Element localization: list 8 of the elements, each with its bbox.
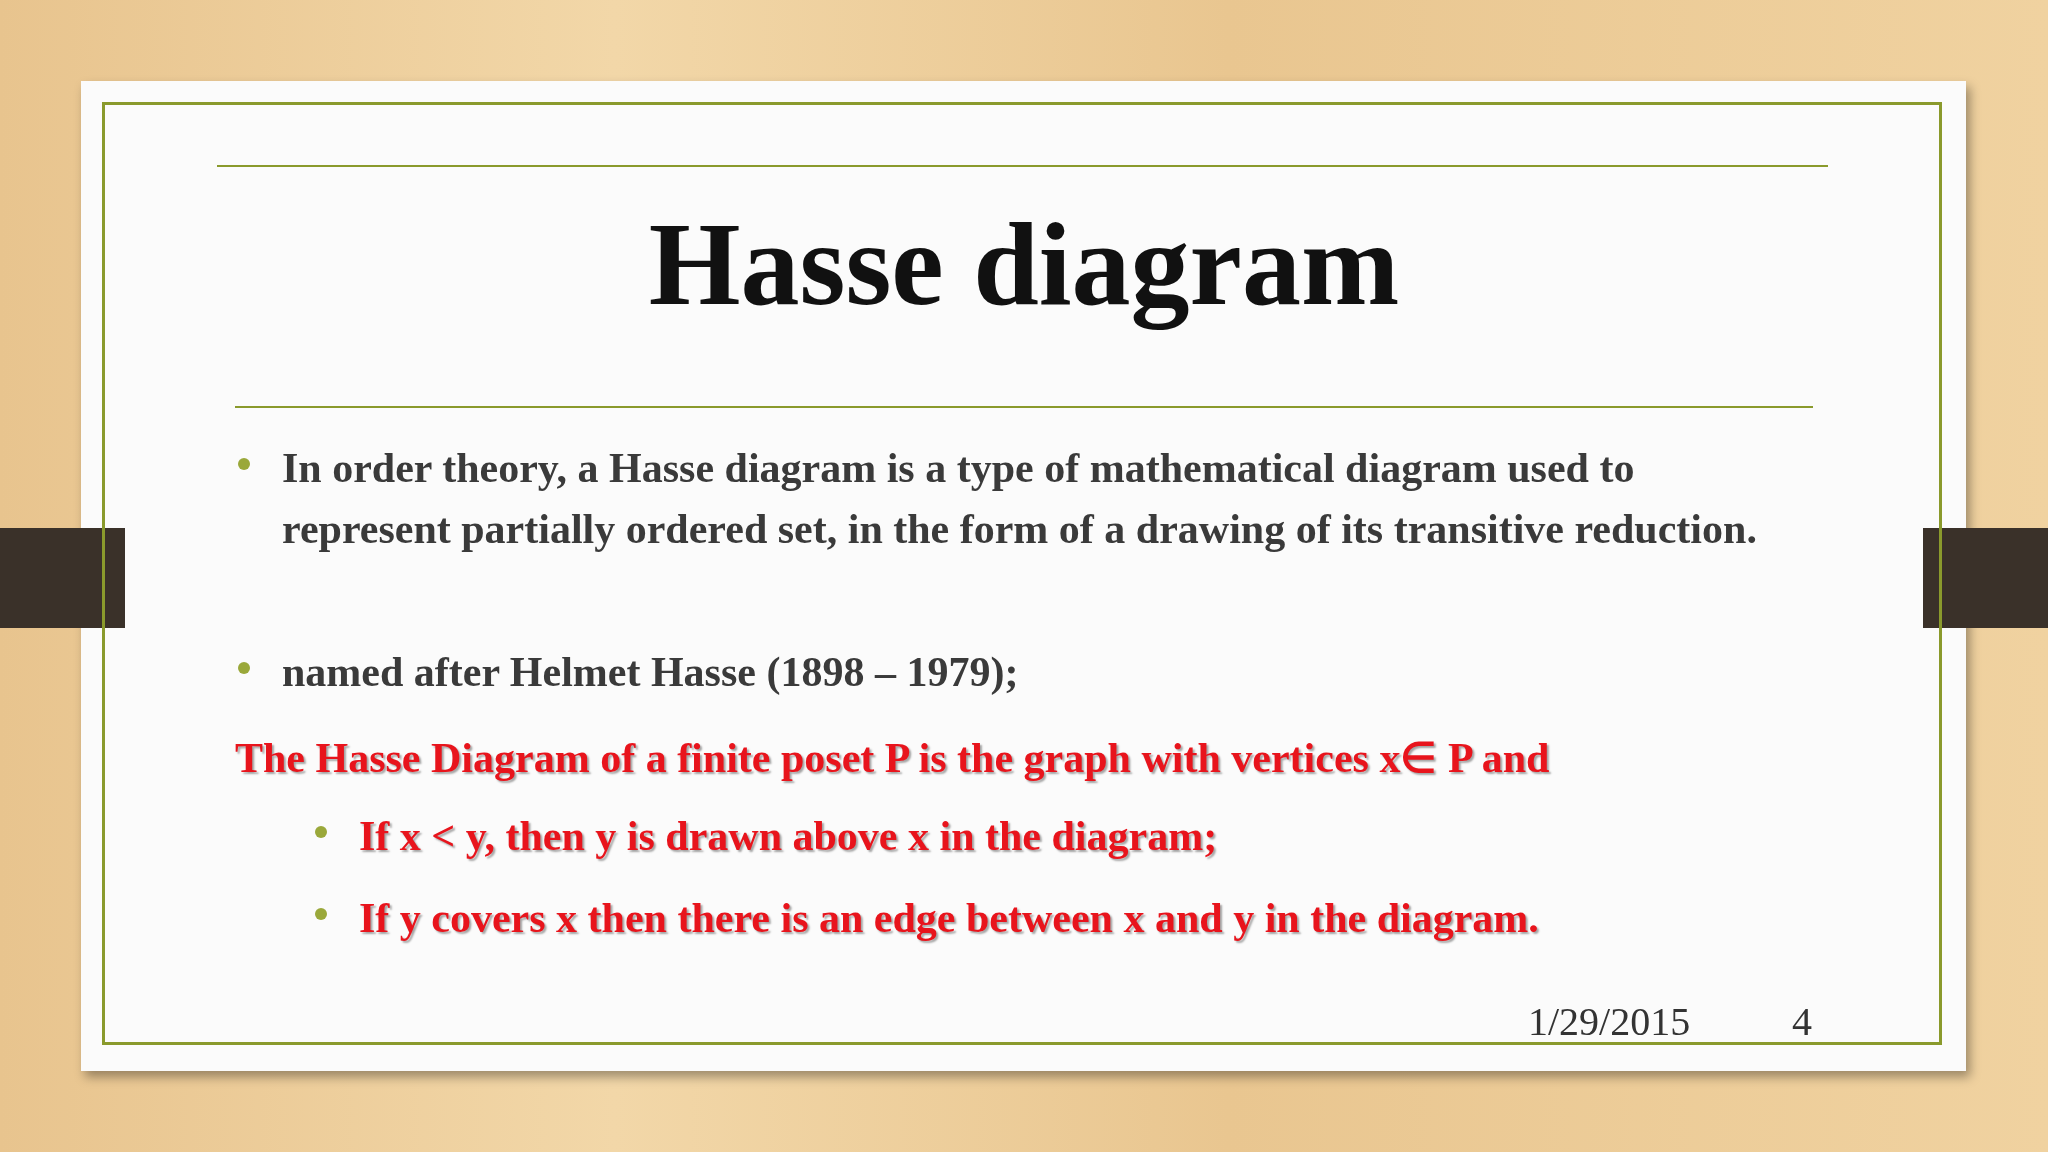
bullet-text: named after Helmet Hasse (1898 – 1979); bbox=[282, 648, 1020, 697]
page-number: 4 bbox=[1792, 998, 1813, 1045]
bullet-text: In order theory, a Hasse diagram is a type of mathematical diagram used to represent partially ordered set, in the form of a drawing of its transitive reduction. bbox=[282, 444, 1758, 554]
slide-title: Hasse diagram bbox=[647, 198, 1401, 332]
definition-text: The Hasse Diagram of a finite poset P is the graph with vertices x∈ P and bbox=[235, 734, 1551, 783]
bullet-text: If x < y, then y is drawn above x in the diagram; bbox=[359, 812, 1219, 861]
bullet-text: If y covers x then there is an edge between x and y in the diagram. bbox=[359, 894, 1540, 943]
date-text: 1/29/2015 bbox=[1528, 998, 1692, 1045]
